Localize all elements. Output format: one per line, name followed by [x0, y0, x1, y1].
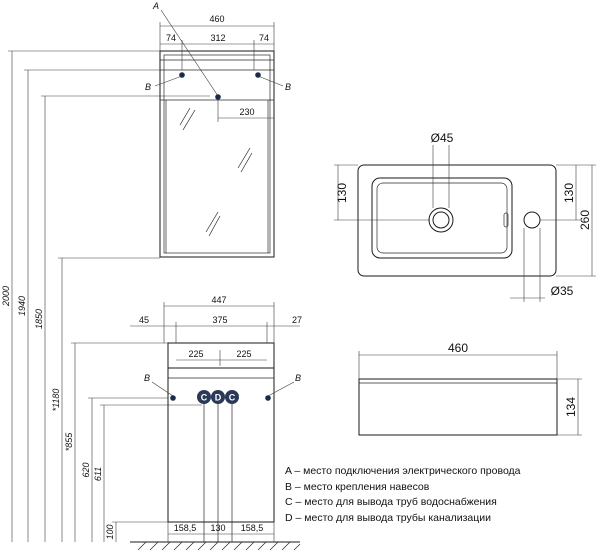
- height-1180: *1180: [51, 389, 61, 412]
- sink-top-view: Ø45 Ø35 130 130 260: [334, 131, 596, 302]
- base-cabinet: C D C 447 45 375 27 225 225 158,5 130 15…: [130, 295, 302, 551]
- cabinet-width-460: 460: [209, 14, 224, 24]
- label-b-right: B: [285, 82, 291, 92]
- base-bottom-130: 130: [210, 523, 225, 533]
- height-100: 100: [105, 524, 115, 539]
- cabinet-offset-230: 230: [239, 107, 254, 117]
- mount-point-b-left: [179, 72, 185, 78]
- marker-c-left-label: C: [201, 393, 208, 403]
- sink-depth-130-left: 130: [335, 183, 349, 203]
- marker-c-right: [225, 390, 239, 404]
- hole-diameter-35: Ø35: [551, 284, 574, 298]
- base-width-45: 45: [139, 315, 149, 325]
- base-label-b-right: B: [295, 373, 301, 383]
- height-1850: 1850: [34, 309, 44, 329]
- base-half-225-right: 225: [236, 349, 251, 359]
- base-bottom-158-left: 158,5: [174, 523, 197, 533]
- height-1940: 1940: [17, 296, 27, 316]
- base-width-447: 447: [211, 295, 226, 305]
- base-bottom-158-right: 158,5: [241, 523, 264, 533]
- sink-front-view: 460 134: [358, 341, 582, 436]
- height-611: 611: [93, 467, 103, 481]
- sink-front-width-460: 460: [448, 341, 468, 355]
- marker-c-right-label: C: [229, 393, 236, 403]
- mirror-cabinet: 460 74 312 74 230 A B B: [145, 1, 291, 258]
- legend: A – место подключения электрического про…: [285, 464, 595, 526]
- hole-diameter-45: Ø45: [431, 131, 454, 145]
- base-label-b-left: B: [144, 373, 150, 383]
- label-b-left: B: [145, 82, 151, 92]
- height-dimensions: 2000 1940 1850 *1180 *855 620 611 100: [1, 50, 210, 542]
- height-855: *855: [64, 432, 74, 452]
- electric-point-a: [215, 94, 221, 100]
- height-2000: 2000: [1, 286, 11, 307]
- cabinet-width-74-right: 74: [259, 33, 269, 43]
- marker-c-left: [197, 390, 211, 404]
- base-width-375: 375: [212, 315, 227, 325]
- legend-item-b: B – место крепления навесов: [285, 480, 430, 493]
- base-width-27: 27: [292, 315, 302, 325]
- mount-point-b-right: [255, 72, 261, 78]
- marker-d: [211, 390, 225, 404]
- legend-item-a: A – место подключения электрического про…: [285, 465, 521, 477]
- sink-depth-130-right: 130: [562, 183, 576, 203]
- label-a: A: [152, 1, 159, 11]
- legend-item-c: C – место для вывода труб водоснабжения: [285, 496, 497, 508]
- base-half-225-left: 225: [188, 349, 203, 359]
- height-620: 620: [81, 462, 91, 477]
- cabinet-width-74-left: 74: [166, 33, 176, 43]
- sink-front-height-134: 134: [564, 397, 578, 417]
- sink-depth-260: 260: [578, 210, 592, 230]
- cabinet-width-312: 312: [210, 33, 225, 43]
- base-mount-b-left: [170, 395, 176, 401]
- marker-d-label: D: [215, 393, 222, 403]
- legend-item-d: D – место для вывода трубы канализации: [285, 511, 492, 524]
- base-mount-b-right: [265, 395, 271, 401]
